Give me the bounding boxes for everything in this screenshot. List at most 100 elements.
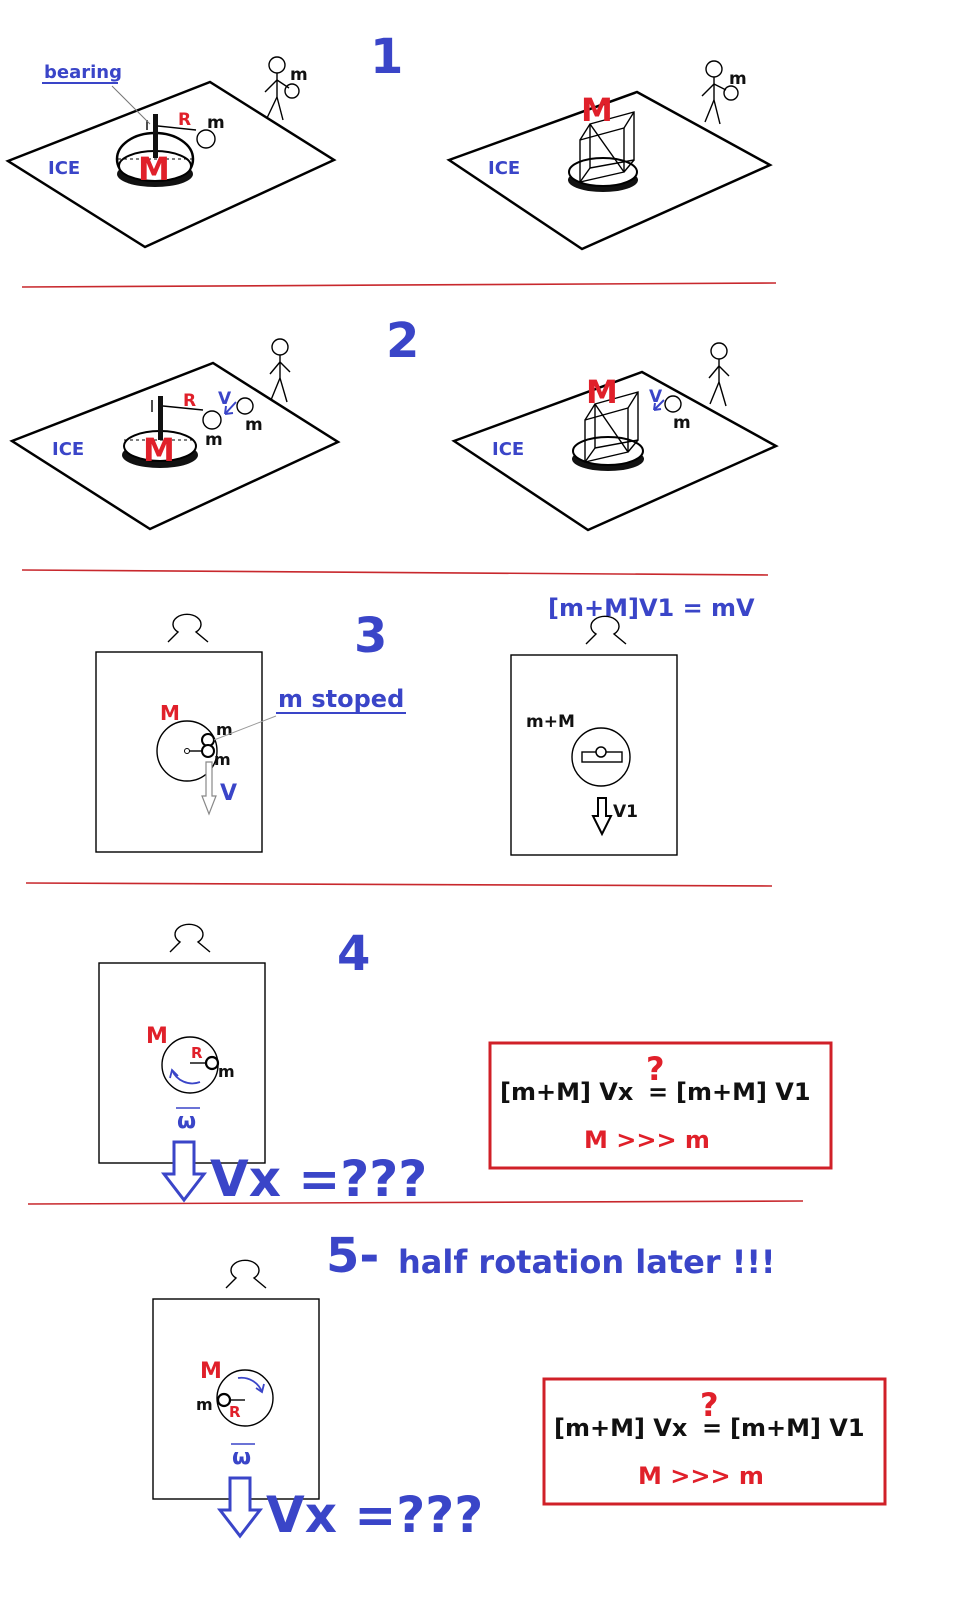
section-5-panel: M m R ω Vx =??? xyxy=(152,1259,483,1544)
person-figure xyxy=(264,56,300,121)
equation-right: [m+M] V1 xyxy=(676,1078,811,1106)
momentum-equation: [m+M]V1 = mV xyxy=(548,594,755,622)
ice-label: ICE xyxy=(488,158,520,179)
person-figure xyxy=(708,342,730,407)
mass-M-label: M xyxy=(160,701,180,725)
small-mass-label: m xyxy=(207,113,225,133)
vx-arrow xyxy=(216,1476,264,1539)
velocity-arrow xyxy=(653,399,665,411)
velocity-arrow xyxy=(224,401,237,415)
question-mark: ? xyxy=(646,1050,665,1088)
bearing-label: bearing xyxy=(44,62,122,83)
ice-sheet xyxy=(446,90,773,251)
arm xyxy=(157,125,197,131)
mass-M-label: M xyxy=(146,1024,168,1049)
small-mass-label: m xyxy=(196,1395,213,1414)
equation-right: [m+M] V1 xyxy=(730,1414,865,1442)
axle xyxy=(153,114,158,158)
section-3-right-panel: m+M V1 xyxy=(510,615,678,856)
small-mass-label: m xyxy=(673,413,691,433)
small-mass xyxy=(216,1392,232,1408)
divider-2 xyxy=(21,569,769,576)
turntable-top-view xyxy=(216,1369,274,1427)
observer-eye xyxy=(585,615,627,645)
velocity-arrow xyxy=(201,761,217,816)
observer-eye xyxy=(167,613,209,643)
divider-1 xyxy=(21,282,777,288)
section-3-left-panel: M m m V m stoped xyxy=(95,613,406,853)
small-mass-label: m xyxy=(205,430,223,450)
mass-ratio: M >>> m xyxy=(584,1126,710,1154)
mass-M-label: M xyxy=(200,1359,222,1384)
velocity-label: V xyxy=(218,389,232,409)
equation-left: [m+M] Vx xyxy=(500,1078,634,1106)
ice-label: ICE xyxy=(492,439,524,460)
bounding-box xyxy=(584,391,639,463)
equation-left: [m+M] Vx xyxy=(554,1414,688,1442)
ice-sheet xyxy=(5,80,337,249)
mass-ratio: M >>> m xyxy=(638,1462,764,1490)
person-figure xyxy=(701,60,739,125)
section-1-right-scene: ICE M m xyxy=(446,60,773,251)
equation-equals: = xyxy=(702,1414,722,1442)
rotation-arrow xyxy=(237,1376,263,1393)
vx-query: Vx =??? xyxy=(210,1150,427,1208)
omega-label: ω xyxy=(232,1445,251,1470)
velocity-label: V xyxy=(649,387,663,407)
velocity-label: V xyxy=(220,781,237,806)
stopped-label: m stoped xyxy=(278,685,404,713)
incoming-mass xyxy=(664,395,682,413)
combined-mass-label: m+M xyxy=(526,712,575,732)
section-1-left-scene: ICE M bearing R m m xyxy=(5,56,337,249)
radius-label: R xyxy=(191,1044,203,1062)
small-mass-label: m xyxy=(218,1062,235,1081)
axle xyxy=(158,396,163,440)
section-4-number: 4 xyxy=(337,926,370,982)
radius-label: R xyxy=(229,1403,241,1421)
omega-label: ω xyxy=(177,1109,196,1134)
question-mark: ? xyxy=(700,1386,719,1424)
small-mass-label: m xyxy=(245,415,263,435)
divider-3 xyxy=(25,882,773,887)
radius-label: R xyxy=(178,110,191,130)
section-1-number: 1 xyxy=(370,29,403,85)
section-5-caption: half rotation later !!! xyxy=(398,1243,776,1281)
small-mass xyxy=(201,744,215,758)
small-mass xyxy=(204,1055,220,1071)
small-mass xyxy=(196,129,216,149)
v1-label: V1 xyxy=(613,802,638,822)
turntable-top-view xyxy=(571,727,631,787)
divider-4 xyxy=(27,1200,804,1205)
ice-label: ICE xyxy=(48,158,80,179)
bounding-box xyxy=(579,111,635,183)
rotation-arrow xyxy=(171,1069,201,1085)
ice-label: ICE xyxy=(52,439,84,460)
v1-arrow xyxy=(591,797,613,837)
equation-equals: = xyxy=(648,1078,668,1106)
small-mass-label: m xyxy=(290,65,308,85)
radius-label: R xyxy=(183,391,196,411)
small-mass-label: m xyxy=(729,69,747,89)
observer-eye xyxy=(225,1259,267,1289)
arm xyxy=(162,405,204,411)
vx-arrow xyxy=(160,1140,208,1203)
observer-eye xyxy=(169,923,211,953)
equation-box-4: ? [m+M] Vx = [m+M] V1 M >>> m xyxy=(488,1041,833,1170)
equation-box-5: ? [m+M] Vx = [m+M] V1 M >>> m xyxy=(542,1377,887,1506)
incoming-mass xyxy=(236,397,254,415)
section-2-left-scene: ICE M R m m V xyxy=(9,338,341,531)
section-2-right-scene: ICE M m V xyxy=(451,342,779,532)
section-5-number: 5- xyxy=(326,1228,379,1284)
vx-query: Vx =??? xyxy=(266,1486,483,1544)
small-mass-label: m xyxy=(214,750,231,769)
top-view-frame xyxy=(510,654,678,856)
section-4-panel: M R m ω Vx =??? xyxy=(98,923,427,1208)
ice-sheet xyxy=(9,361,341,531)
section-2-number: 2 xyxy=(386,313,419,369)
mass-M-label: M xyxy=(586,373,618,411)
person-figure xyxy=(269,338,291,403)
ice-sheet xyxy=(451,370,779,532)
top-view-frame xyxy=(95,651,263,853)
mass-M-label: M xyxy=(581,91,613,129)
